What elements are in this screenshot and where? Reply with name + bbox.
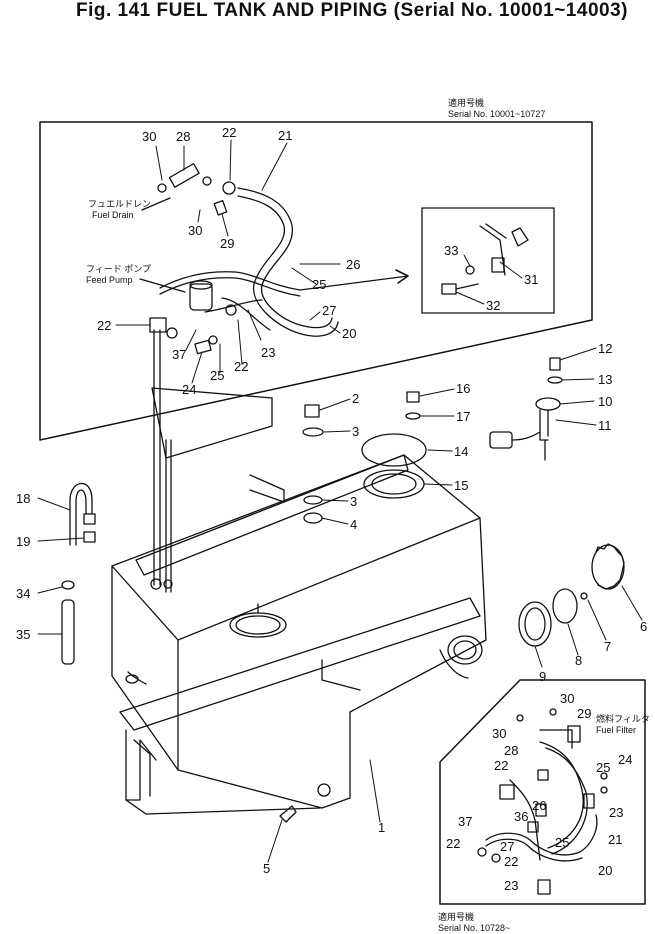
callout-26: 26 [532, 798, 546, 813]
callout-27: 27 [322, 303, 336, 318]
callout-5: 5 [263, 861, 270, 876]
callout-19: 19 [16, 534, 30, 549]
callout-22: 22 [234, 359, 248, 374]
callout-7: 7 [604, 639, 611, 654]
callout-20: 20 [342, 326, 356, 341]
callout-15: 15 [454, 478, 468, 493]
callout-23: 23 [261, 345, 275, 360]
callout-25: 25 [210, 368, 224, 383]
callout-21: 21 [278, 128, 292, 143]
upper-inset-jp-note: 適用号機 [448, 97, 484, 108]
fuel-filter-en-label: Fuel Filter [596, 725, 636, 735]
fuel-level-gauge [489, 357, 563, 461]
overflow-hose [61, 482, 96, 665]
callout-4: 4 [350, 517, 357, 532]
callout-3: 3 [350, 494, 357, 509]
callout-22: 22 [97, 318, 111, 333]
callout-2: 2 [352, 391, 359, 406]
callout-8: 8 [575, 653, 582, 668]
lower-inset: 適用号機 Serial No. 10728~ 燃料フィルタ Fuel Filte… [438, 679, 650, 933]
callout-37: 37 [458, 814, 472, 829]
callout-30: 30 [492, 726, 506, 741]
callout-27: 27 [500, 839, 514, 854]
callout-28: 28 [504, 743, 518, 758]
pipe-clamp [149, 317, 167, 333]
upper-inset: 適用号機 Serial No. 10001~10727 フュエルドレン Fuel… [39, 97, 593, 441]
callout-1: 1 [378, 820, 385, 835]
filler-cap [518, 543, 625, 647]
callout-22: 22 [222, 125, 236, 140]
callout-17: 17 [456, 409, 470, 424]
callout-35: 35 [16, 627, 30, 642]
callout-9: 9 [539, 669, 546, 684]
callout-23: 23 [504, 878, 518, 893]
callout-25: 25 [312, 277, 326, 292]
callout-32: 32 [486, 298, 500, 313]
callout-22: 22 [494, 758, 508, 773]
callout-22: 22 [504, 854, 518, 869]
callout-30: 30 [560, 691, 574, 706]
callout-6: 6 [640, 619, 647, 634]
lower-inset-serial-note: Serial No. 10728~ [438, 923, 510, 933]
callout-12: 12 [598, 341, 612, 356]
callout-25: 25 [555, 835, 569, 850]
callout-30: 30 [188, 223, 202, 238]
feed-pump-en-label: Feed Pump [86, 275, 133, 285]
callout-22: 22 [446, 836, 460, 851]
feed-pump [159, 269, 409, 355]
callout-33: 33 [444, 243, 458, 258]
drain-plug [279, 805, 297, 823]
callout-3: 3 [352, 424, 359, 439]
lower-inset-jp-note: 適用号機 [438, 911, 474, 922]
callout-30: 30 [142, 129, 156, 144]
fuel-filter-jp-label: 燃料フィルタ [596, 713, 650, 724]
upper-inset-serial-note: Serial No. 10001~10727 [448, 109, 545, 119]
callout-11: 11 [598, 418, 612, 433]
callout-24: 24 [182, 382, 196, 397]
fuel-drain-valve [157, 163, 236, 216]
callout-37: 37 [172, 347, 186, 362]
fuel-drain-jp-label: フュエルドレン [88, 199, 151, 209]
callout-20: 20 [598, 863, 612, 878]
fuel-drain-en-label: Fuel Drain [92, 210, 134, 220]
callout-24: 24 [618, 752, 632, 767]
callout-29: 29 [577, 706, 591, 721]
callout-21: 21 [608, 832, 622, 847]
callout-16: 16 [456, 381, 470, 396]
callout-18: 18 [16, 491, 30, 506]
detail-box [421, 207, 555, 314]
callouts: 30 28 22 21 30 29 26 25 33 31 32 27 20 2… [16, 125, 647, 893]
leader-lines [37, 139, 643, 863]
callout-13: 13 [598, 372, 612, 387]
callout-23: 23 [609, 805, 623, 820]
callout-29: 29 [220, 236, 234, 251]
callout-26: 26 [346, 257, 360, 272]
callout-34: 34 [16, 586, 30, 601]
callout-36: 36 [514, 809, 528, 824]
drain-tubes [153, 329, 172, 593]
callout-10: 10 [598, 394, 612, 409]
callout-31: 31 [524, 272, 538, 287]
fuel-tank [111, 387, 487, 815]
figure-title: Fig. 141 FUEL TANK AND PIPING (Serial No… [76, 0, 628, 21]
callout-14: 14 [454, 444, 468, 459]
callout-28: 28 [176, 129, 190, 144]
callout-25: 25 [596, 760, 610, 775]
feed-pump-jp-label: フィード ポンプ [86, 264, 151, 274]
